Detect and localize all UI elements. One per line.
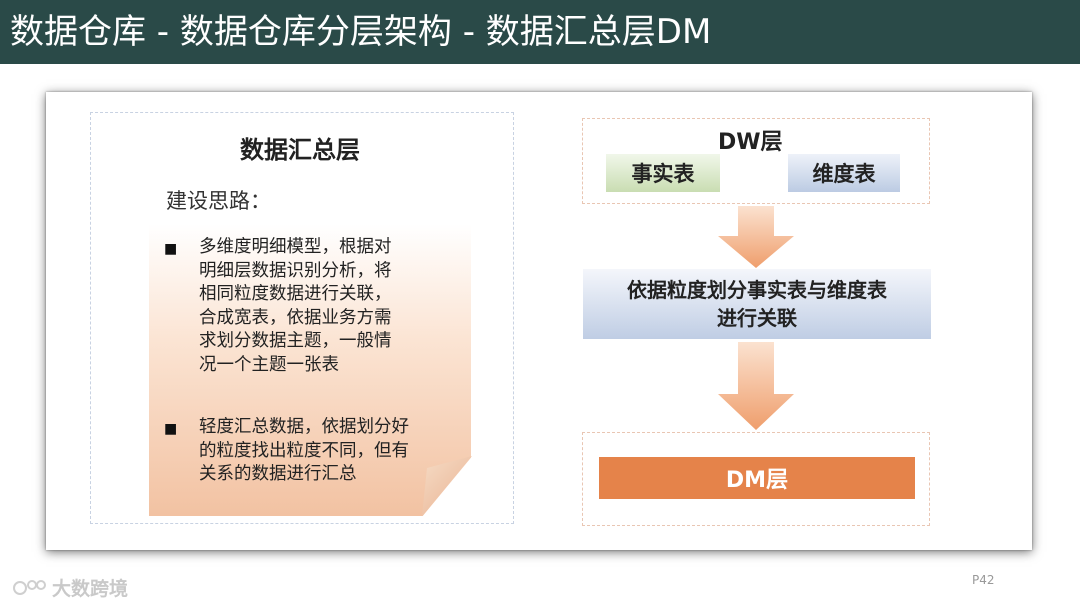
dw-layer-title: DW层 <box>718 130 783 155</box>
bullet-2-line-1: 轻度汇总数据，依据划分好 <box>199 417 409 437</box>
left-panel-border <box>90 112 514 524</box>
bullet-1-line-6: 况一个主题一张表 <box>199 354 339 375</box>
down-arrow-icon <box>718 342 794 430</box>
page-title: 数据仓库 - 数据仓库分层架构 - 数据汇总层DM <box>10 12 712 52</box>
bullet-text-1: 多维度明细模型，根据对 明细层数据识别分析，将 相同粒度数据进行关联， 合成宽表… <box>199 236 459 377</box>
watermark-text: 大数跨境 <box>52 578 129 600</box>
bullet-2-line-2: 的粒度找出粒度不同，但有 <box>199 440 409 461</box>
left-panel-title: 数据汇总层 <box>240 136 360 164</box>
dimension-table-box: 维度表 <box>788 154 900 192</box>
dw-layer-box <box>582 118 930 204</box>
fact-table-box: 事实表 <box>606 154 720 192</box>
bullet-1-line-4: 合成宽表，依据业务方需 <box>199 307 392 328</box>
down-arrow-icon <box>718 206 794 268</box>
bullet-1-line-3: 相同粒度数据进行关联， <box>199 284 392 304</box>
dm-layer-box: DM层 <box>599 457 915 499</box>
bullet-square-icon: ■ <box>164 241 178 257</box>
page-number: P42 <box>972 573 995 587</box>
bullet-1-line-2: 明细层数据识别分析，将 <box>199 260 392 281</box>
process-line-1: 依据粒度划分事实表与维度表 <box>627 278 887 302</box>
process-box: 依据粒度划分事实表与维度表 进行关联 <box>583 269 931 339</box>
bullet-1-line-1: 多维度明细模型，根据对 <box>199 237 392 257</box>
watermark-logo-icon <box>13 579 46 595</box>
title-bar: 数据仓库 - 数据仓库分层架构 - 数据汇总层DM <box>0 0 1080 64</box>
watermark: 大数跨境 <box>12 574 128 601</box>
bullet-square-icon: ■ <box>164 421 178 437</box>
process-line-2: 进行关联 <box>717 306 797 330</box>
note-card <box>149 224 471 516</box>
bullet-2-line-3: 关系的数据进行汇总 <box>199 464 357 484</box>
idea-label: 建设思路： <box>166 189 271 213</box>
slide-card: 数据汇总层 建设思路： ■ 多维度明细模型，根据对 明细层数据识别分析，将 相同… <box>46 92 1032 550</box>
dm-layer-outer-box <box>582 432 930 526</box>
bullet-1-line-5: 求划分数据主题，一般情 <box>199 331 392 351</box>
bullet-text-2: 轻度汇总数据，依据划分好 的粒度找出粒度不同，但有 关系的数据进行汇总 <box>199 416 459 487</box>
